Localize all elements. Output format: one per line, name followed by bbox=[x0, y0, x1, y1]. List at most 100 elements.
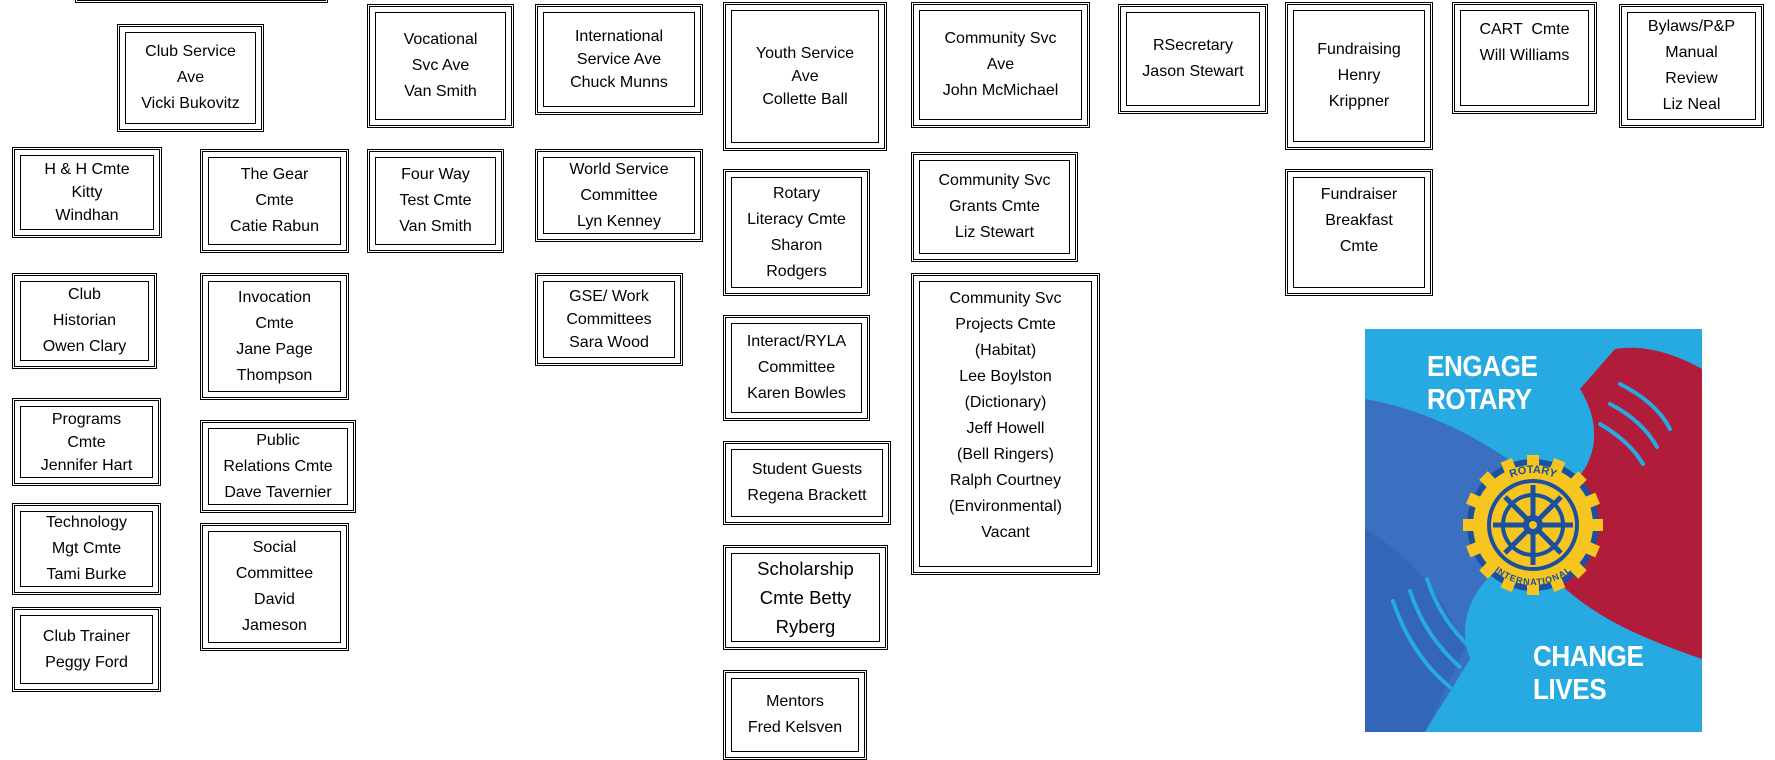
scholarship-line-2: Cmte Betty bbox=[759, 587, 852, 608]
projects-line-8: Ralph Courtney bbox=[949, 472, 1062, 489]
club-service-box: Club Service Ave Vicki Bukovitz bbox=[117, 24, 264, 132]
poster-bottom-line-2: LIVES bbox=[1533, 674, 1607, 706]
literacy-line-2: Literacy Cmte bbox=[747, 210, 846, 228]
public-relations-line-3: Dave Tavernier bbox=[224, 483, 332, 501]
community-svc-line-2: Ave bbox=[986, 56, 1015, 73]
club-trainer-line-1: Club Trainer bbox=[42, 627, 131, 645]
social-line-4: Jameson bbox=[242, 617, 307, 634]
community-grants-box: Community Svc Grants Cmte Liz Stewart bbox=[911, 152, 1078, 262]
invocation-line-4: Thompson bbox=[236, 366, 313, 384]
poster-top-text: ENGAGE ROTARY bbox=[1427, 351, 1538, 417]
vocational-line-3: Van Smith bbox=[404, 83, 477, 100]
programs-line-3: Jennifer Hart bbox=[40, 456, 133, 474]
projects-line-6: Jeff Howell bbox=[966, 420, 1045, 437]
student-guests-box: Student Guests Regena Brackett bbox=[723, 441, 891, 525]
technology-cmte-box: Technology Mgt Cmte Tami Burke bbox=[12, 503, 161, 595]
poster-top-line-2: ROTARY bbox=[1427, 384, 1532, 416]
vocational-line-2: Svc Ave bbox=[411, 57, 470, 74]
fundraiser-breakfast-box: Fundraiser Breakfast Cmte bbox=[1285, 169, 1433, 296]
programs-cmte-box: Programs Cmte Jennifer Hart bbox=[12, 398, 161, 486]
international-line-1: International bbox=[574, 28, 664, 45]
engage-rotary-poster: ROTARY INTERNATIONAL ENGAGE ROTARY CHANG… bbox=[1365, 329, 1702, 732]
vocational-svc-box: Vocational Svc Ave Van Smith bbox=[367, 4, 514, 128]
social-line-1: Social bbox=[252, 539, 297, 556]
projects-line-10: Vacant bbox=[981, 524, 1030, 541]
gear-line-1: The Gear bbox=[240, 166, 309, 183]
h-and-h-line-2: Kitty bbox=[71, 184, 103, 201]
fundraising-box: Fundraising Henry Krippner bbox=[1285, 2, 1433, 150]
international-svc-box: International Service Ave Chuck Munns bbox=[535, 4, 703, 115]
technology-line-3: Tami Burke bbox=[46, 566, 127, 583]
projects-line-7: (Bell Ringers) bbox=[957, 446, 1054, 463]
poster-top-line-1: ENGAGE bbox=[1427, 351, 1538, 383]
top-partial-box bbox=[75, 0, 328, 3]
club-historian-line-1: Club bbox=[68, 286, 101, 303]
social-committee-box: Social Committee David Jameson bbox=[200, 523, 349, 651]
h-and-h-line-3: Windhan bbox=[55, 207, 119, 224]
rotary-emblem-icon: ROTARY INTERNATIONAL bbox=[1463, 455, 1603, 595]
fundraising-line-2: Henry bbox=[1337, 67, 1381, 84]
club-historian-line-2: Historian bbox=[52, 312, 117, 329]
scholarship-cmte-box: Scholarship Cmte Betty Ryberg bbox=[723, 545, 888, 650]
gse-line-3: Sara Wood bbox=[569, 334, 649, 351]
club-service-line-1: Club Service bbox=[145, 43, 236, 60]
club-historian-line-3: Owen Clary bbox=[42, 338, 127, 355]
club-service-line-2: Ave bbox=[176, 69, 205, 86]
svg-text:ROTARY: ROTARY bbox=[1508, 464, 1559, 481]
literacy-line-1: Rotary bbox=[772, 184, 821, 202]
poster-bottom-line-1: CHANGE bbox=[1533, 641, 1644, 673]
youth-service-line-1: Youth Service bbox=[755, 45, 855, 62]
world-service-line-3: Lyn Kenney bbox=[577, 212, 661, 230]
programs-line-1: Programs bbox=[51, 410, 122, 428]
gear-line-3: Catie Rabun bbox=[230, 218, 319, 235]
grants-line-3: Liz Stewart bbox=[954, 224, 1035, 241]
projects-line-9: (Environmental) bbox=[949, 498, 1062, 515]
club-trainer-line-2: Peggy Ford bbox=[45, 653, 128, 671]
breakfast-line-3: Cmte bbox=[1339, 238, 1379, 255]
grants-line-1: Community Svc bbox=[938, 172, 1051, 189]
community-projects-box: Community Svc Projects Cmte (Habitat) Le… bbox=[911, 273, 1100, 575]
club-historian-box: Club Historian Owen Clary bbox=[12, 273, 157, 369]
programs-line-2: Cmte bbox=[67, 433, 106, 451]
fundraising-line-1: Fundraising bbox=[1317, 41, 1401, 58]
literacy-line-3: Sharon bbox=[770, 236, 823, 254]
breakfast-line-2: Breakfast bbox=[1325, 212, 1393, 229]
international-line-2: Service Ave bbox=[576, 51, 662, 68]
bylaws-line-3: Review bbox=[1665, 70, 1718, 87]
four-way-line-3: Van Smith bbox=[399, 218, 472, 235]
cart-cmte-box: CART Cmte Will Williams bbox=[1452, 2, 1597, 114]
four-way-line-2: Test Cmte bbox=[399, 192, 472, 209]
invocation-line-1: Invocation bbox=[238, 288, 311, 306]
youth-service-line-3: Collette Ball bbox=[762, 91, 848, 108]
mentors-box: Mentors Fred Kelsven bbox=[723, 670, 867, 760]
community-svc-line-3: John McMichael bbox=[942, 82, 1059, 99]
mentors-line-2: Fred Kelsven bbox=[747, 719, 843, 736]
public-relations-line-2: Relations Cmte bbox=[223, 457, 333, 475]
technology-line-1: Technology bbox=[46, 514, 127, 531]
community-svc-line-1: Community Svc bbox=[944, 30, 1057, 47]
h-and-h-cmte-box: H & H Cmte Kitty Windhan bbox=[12, 147, 162, 238]
cart-line-1: CART Cmte bbox=[1479, 21, 1570, 38]
invocation-line-2: Cmte bbox=[255, 314, 294, 332]
four-way-line-1: Four Way bbox=[401, 166, 470, 183]
poster-artwork: ROTARY INTERNATIONAL bbox=[1365, 347, 1702, 732]
h-and-h-line-1: H & H Cmte bbox=[44, 161, 130, 178]
student-guests-line-2: Regena Brackett bbox=[747, 487, 867, 504]
world-service-box: World Service Committee Lyn Kenney bbox=[535, 149, 703, 242]
literacy-cmte-box: Rotary Literacy Cmte Sharon Rodgers bbox=[723, 169, 870, 296]
scholarship-line-3: Ryberg bbox=[775, 616, 836, 637]
grants-line-2: Grants Cmte bbox=[949, 198, 1040, 215]
bylaws-line-1: Bylaws/P&P bbox=[1647, 18, 1736, 35]
technology-line-2: Mgt Cmte bbox=[51, 540, 122, 557]
emblem-top-text: ROTARY bbox=[1508, 464, 1559, 481]
breakfast-line-1: Fundraiser bbox=[1320, 186, 1398, 203]
club-service-line-3: Vicki Bukovitz bbox=[141, 95, 240, 112]
gear-line-2: Cmte bbox=[255, 192, 294, 209]
interact-line-1: Interact/RYLA bbox=[746, 333, 847, 350]
secretary-line-1: RSecretary bbox=[1152, 37, 1234, 54]
gse-line-1: GSE/ Work bbox=[569, 288, 649, 305]
bylaws-review-box: Bylaws/P&P Manual Review Liz Neal bbox=[1619, 4, 1764, 128]
invocation-line-3: Jane Page bbox=[236, 340, 313, 358]
invocation-cmte-box: Invocation Cmte Jane Page Thompson bbox=[200, 273, 349, 400]
fundraising-line-3: Krippner bbox=[1328, 93, 1390, 110]
